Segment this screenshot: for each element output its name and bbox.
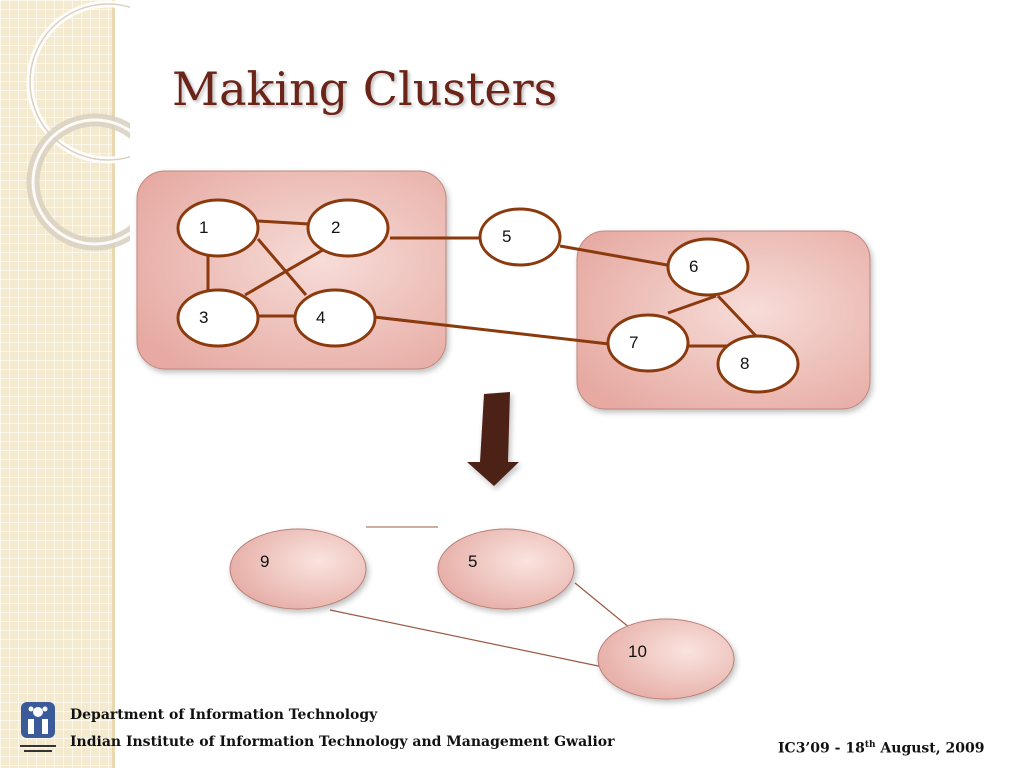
footer-event-prefix: IC3’09 - 18: [778, 740, 865, 757]
node-3: [176, 288, 260, 348]
footer-department: Department of Information Technology: [70, 707, 378, 723]
edge-6-7: [667, 294, 717, 315]
node-label-5-result: 5: [468, 552, 477, 571]
edge-6-8: [716, 294, 758, 338]
footer-institute: Indian Institute of Information Technolo…: [70, 734, 615, 750]
node-4: [293, 288, 377, 348]
institute-logo: [20, 702, 56, 752]
node-label-10: 10: [628, 642, 647, 661]
footer-event-sup: th: [864, 740, 876, 750]
node-label-1: 1: [199, 218, 208, 237]
node-label-5: 5: [502, 227, 511, 246]
node-9: [229, 528, 367, 610]
decorative-rings: [26, 0, 130, 251]
node-label-8: 8: [740, 354, 749, 373]
cluster-box-left: [136, 170, 447, 370]
node-label-7: 7: [629, 333, 638, 352]
edge-1-2: [257, 219, 310, 226]
node-5-result: [437, 528, 575, 610]
footer-event: IC3’09 - 18th August, 2009: [778, 740, 985, 757]
node-label-6: 6: [689, 257, 698, 276]
node-5: [478, 207, 562, 267]
footer-event-suffix: August, 2009: [875, 740, 985, 757]
node-label-2: 2: [331, 218, 340, 237]
node-7: [606, 313, 690, 373]
node-label-9: 9: [260, 552, 269, 571]
down-arrow-icon: [467, 392, 519, 486]
node-label-3: 3: [199, 308, 208, 327]
node-1: [176, 198, 260, 258]
edge-5-10: [574, 582, 631, 629]
node-label-4: 4: [316, 308, 325, 327]
node-6: [666, 237, 750, 297]
edge-4-7: [373, 315, 610, 346]
edge-2-3: [244, 245, 329, 297]
edge-5-6: [559, 244, 668, 267]
node-10: [597, 618, 735, 700]
page-title: Making Clusters: [172, 62, 558, 116]
edge-1-4: [256, 238, 308, 296]
edge-9-10: [329, 609, 604, 668]
node-2: [306, 198, 390, 258]
node-8: [716, 334, 800, 394]
sidebar-divider: [112, 0, 115, 768]
